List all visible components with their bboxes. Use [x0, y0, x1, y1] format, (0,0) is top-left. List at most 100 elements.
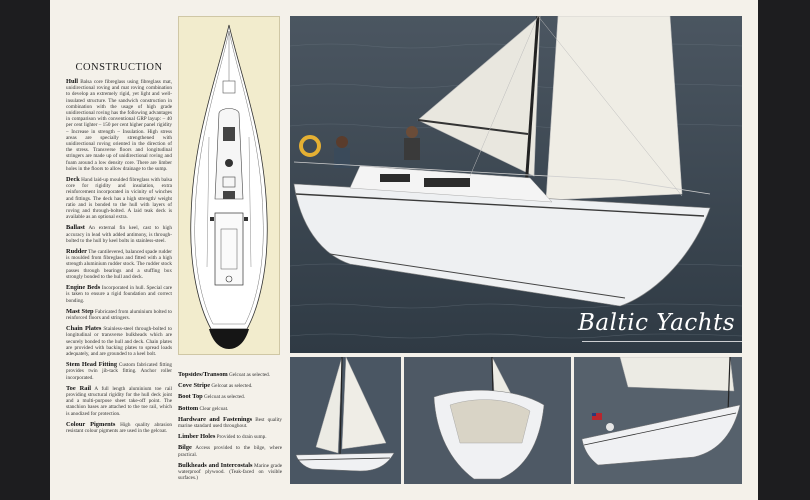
winch-port: [210, 217, 214, 221]
binnacle: [225, 275, 233, 283]
spec-term: Deck: [66, 176, 80, 184]
stern-keel-shadow: [209, 329, 249, 349]
flag: [592, 413, 602, 420]
spec-text: Incorporated in hull. Special care is ta…: [66, 285, 172, 304]
hatch-3: [223, 191, 235, 199]
hull: [293, 183, 711, 307]
cockpit: [214, 212, 244, 286]
deck-plan-panel: [178, 16, 280, 355]
mast-base: [225, 159, 233, 167]
construction-list: Hull Balsa core fibreglass using fibregl…: [66, 78, 172, 434]
mainsail: [417, 16, 541, 177]
photo-sailing-side: [290, 357, 401, 484]
genoa: [545, 16, 683, 201]
spec-term: Chain Plates: [66, 325, 102, 333]
spec-text: Gelcoat as selected.: [202, 394, 246, 401]
spec-paragraph: Cove Stripe Gelcoat as selected.: [178, 382, 282, 390]
spec-text: Fabricated from aluminium bolted to rein…: [66, 308, 172, 321]
spec-text: An external fin keel, cast to high accur…: [66, 225, 172, 244]
spec-term: Hull: [66, 78, 79, 85]
spec-text: A full length aluminium toe rail providi…: [66, 385, 172, 417]
lifebuoy: [299, 135, 321, 157]
spec-term: Bulkheads and Intercostals: [178, 461, 253, 469]
signature-underline: [582, 341, 742, 342]
spec-paragraph: Mast Step Fabricated from aluminium bolt…: [66, 307, 172, 321]
spec-text: Gelcoat as selected.: [227, 372, 271, 378]
spec-paragraph: Topsides/Transom Gelcoat as selected.: [178, 372, 282, 378]
cove-stripe: [295, 193, 705, 217]
spec-term: Rudder: [66, 248, 87, 256]
jib-small: [341, 357, 387, 450]
forestay: [537, 16, 683, 197]
deck-plan-drawing: [190, 24, 268, 349]
spec-paragraph: Chain Plates Stainless-steel through-bol…: [66, 325, 172, 357]
baltic-yachts-signature: Baltic Yachts: [578, 310, 736, 336]
main-yacht-photo: [290, 16, 742, 353]
spec-text: Access provided to the bilge, where prac…: [178, 445, 282, 458]
toe-rail: [194, 30, 264, 325]
spec-term: Ballast: [66, 224, 85, 232]
spec-term: Toe Rail: [66, 384, 92, 392]
spec-term: Hardware and Fastenings: [178, 415, 253, 423]
spec-text: Best quality marine standard used throug…: [178, 416, 282, 430]
crew-1-body: [334, 148, 350, 168]
section-title: CONSTRUCTION: [75, 62, 163, 73]
cockpit-sole: [220, 228, 238, 270]
spec-term: Topsides/Transom: [178, 372, 228, 378]
shroud: [469, 16, 539, 177]
spec-text: Gelcoat as selected.: [210, 383, 253, 390]
crew-small: [606, 423, 614, 431]
side-deck-port: [206, 136, 210, 268]
spec-paragraph: Deck Hand laid-up moulded fibreglass wit…: [66, 176, 172, 221]
spec-term: Bilge: [178, 444, 192, 452]
main-photo-illustration: [290, 16, 742, 353]
spec-paragraph: Ballast An external fin keel, cast to hi…: [66, 225, 172, 244]
hatch-1: [223, 127, 235, 141]
spec-text: Stainless-steel through-bolted to longit…: [66, 326, 172, 357]
side-deck-stbd: [248, 136, 252, 268]
hull-small-1: [295, 452, 395, 472]
spec-term: Boot Top: [178, 393, 203, 401]
spec-text: Custom fabricated fitting provides twin …: [66, 362, 172, 381]
window-2: [424, 178, 470, 187]
winch-stbd: [244, 217, 248, 221]
construction-column: CONSTRUCTION Hull Balsa core fibreglass …: [66, 62, 172, 492]
spec-text: Balsa core fibreglass using fibreglass m…: [66, 79, 172, 172]
spec-paragraph: Bilge Access provided to the bilge, wher…: [178, 444, 282, 458]
spec-term: Stem Head Fitting: [66, 361, 118, 369]
finish-column: Topsides/Transom Gelcoat as selected.Cov…: [178, 372, 282, 496]
spec-paragraph: Limber Holes Provided to drain sump.: [178, 433, 282, 441]
mainsail-small: [315, 357, 343, 454]
photo-reaching: [574, 357, 742, 484]
boom: [417, 119, 529, 135]
spec-term: Mast Step: [66, 307, 94, 315]
spec-paragraph: Colour Pigments High quality abrasion re…: [66, 420, 172, 434]
hull-small-3: [581, 404, 741, 466]
guardrail: [293, 161, 711, 195]
spec-term: Cove Stripe: [178, 382, 211, 390]
spec-paragraph: Toe Rail A full length aluminium toe rai…: [66, 384, 172, 417]
spec-paragraph: Bulkheads and Intercostals Marine grade …: [178, 461, 282, 482]
photo-stern-view: [404, 357, 571, 484]
spec-text: High quality abrasion resistant colour p…: [66, 421, 172, 434]
spec-text: Clear gelcoat.: [198, 405, 229, 412]
spec-text: Marine grade waterproof plywood. (Teak-f…: [178, 462, 282, 482]
finish-list: Topsides/Transom Gelcoat as selected.Cov…: [178, 372, 282, 481]
boot-top: [329, 253, 626, 299]
spec-paragraph: Stem Head Fitting Custom fabricated fitt…: [66, 361, 172, 381]
coachroof: [214, 108, 244, 200]
crew-1: [336, 136, 348, 148]
spec-paragraph: Boot Top Gelcoat as selected.: [178, 393, 282, 401]
mast: [524, 16, 540, 189]
spec-term: Engine Beds: [66, 284, 101, 292]
window-1: [380, 174, 410, 182]
hatch-2: [222, 176, 236, 188]
spec-paragraph: Bottom Clear gelcoat.: [178, 404, 282, 412]
spec-term: Limber Holes: [178, 433, 216, 441]
spec-text: Hand laid-up moulded fibreglass with bal…: [66, 177, 172, 221]
spec-term: Colour Pigments: [66, 420, 116, 428]
crew-2: [406, 126, 418, 138]
cockpit-small: [449, 399, 531, 444]
spec-paragraph: Engine Beds Incorporated in hull. Specia…: [66, 284, 172, 304]
spec-term: Bottom: [178, 404, 199, 412]
